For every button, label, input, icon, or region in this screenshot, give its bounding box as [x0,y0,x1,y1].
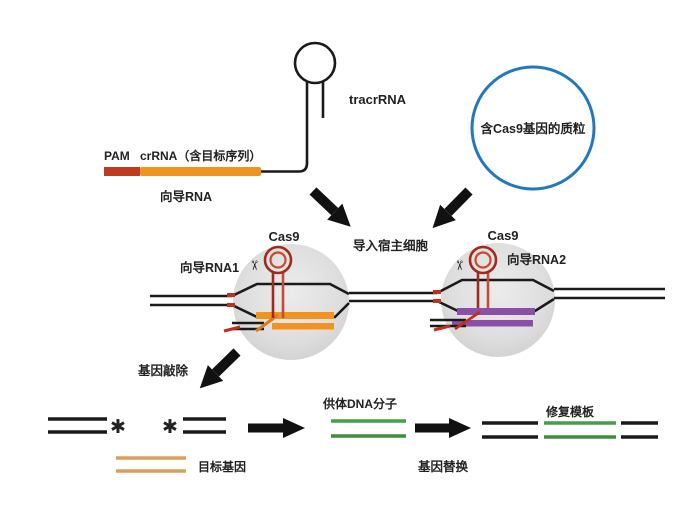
deliver-label: 导入宿主细胞 [353,238,429,253]
plasmid-circle [470,65,596,191]
crrna-segment [140,167,261,176]
cas9-blob-right [441,243,555,357]
knockout-label: 基因敲除 [137,363,189,378]
crrna-label: crRNA（含目标序列） [140,148,261,163]
delivery-arrows: 导入宿主细胞 [309,187,473,253]
right-arrow-icon [248,418,305,438]
left-bubble-top-strand [231,282,350,298]
genomic-dna [150,278,665,319]
donor-dna: 供体DNA分子 [322,396,406,438]
repaired-dna: 修复模板 [482,404,658,439]
deliver-arrow-right-icon [432,187,473,229]
cas9-hairpin-right [468,245,498,308]
knockout-arrow-icon [199,348,241,389]
plasmid-label: 含Cas9基因的质粒 [480,121,586,136]
guide1-rloop-bar [256,312,334,319]
guide-rna-label: 向导RNA [160,189,212,204]
junction-ticks [227,290,441,307]
tracrrna-label: tracrRNA [349,92,407,107]
repair-template-label: 修复模板 [545,404,595,419]
cas9-complex-left: ✂ Cas9 向导RNA1 [180,229,334,333]
cas9-left-label: Cas9 [268,229,299,244]
donor-dna-label: 供体DNA分子 [322,396,397,411]
deliver-arrow-left-icon [309,187,351,227]
guide1-lower-bar [272,323,334,330]
cut-dna-fragments [48,417,226,434]
replace-label: 基因替换 [417,459,469,474]
knockout-step: 基因敲除 [137,348,241,389]
target-gene-fragment [116,456,186,473]
cut-site-asterisk-icon: ✱ [162,417,178,438]
guide2-lower-bar [452,320,533,327]
scissors-icon: ✂ [247,260,262,271]
guide2-rloop-bar [457,308,535,315]
tracrrna-loop [293,41,337,85]
cas9-right-label: Cas9 [487,228,518,243]
guide-rna1-label: 向导RNA1 [180,260,239,275]
cas9-complexes-row: ✂ Cas9 向导RNA1 ✂ Cas9 向导RNA2 [150,228,665,360]
tracrrna-stem-left [261,81,309,173]
knockout-result: ✱ ✱ 目标基因 [48,417,246,474]
scissors-icon: ✂ [452,260,467,271]
cas9-plasmid: 含Cas9基因的质粒 [470,65,596,191]
cas9-hairpin-left [263,245,293,318]
guide-rna-construct: PAM crRNA（含目标序列） 向导RNA [104,148,261,204]
guide-rna2-label: 向导RNA2 [507,252,566,267]
pam-label: PAM [104,149,130,163]
cas9-complex-right: ✂ Cas9 向导RNA2 [430,228,566,332]
cut-site-asterisk-icon: ✱ [110,417,126,438]
right-arrow-icon [415,418,471,438]
pam-segment [104,167,140,176]
cas9-blob-left [233,244,349,360]
target-gene-label: 目标基因 [198,459,246,474]
tracrrna-hairpin: tracrRNA [261,41,407,173]
right-bubble-top-strand [436,278,555,295]
inserted-template-segment [544,421,616,439]
replacement-step: 基因替换 [415,418,471,474]
